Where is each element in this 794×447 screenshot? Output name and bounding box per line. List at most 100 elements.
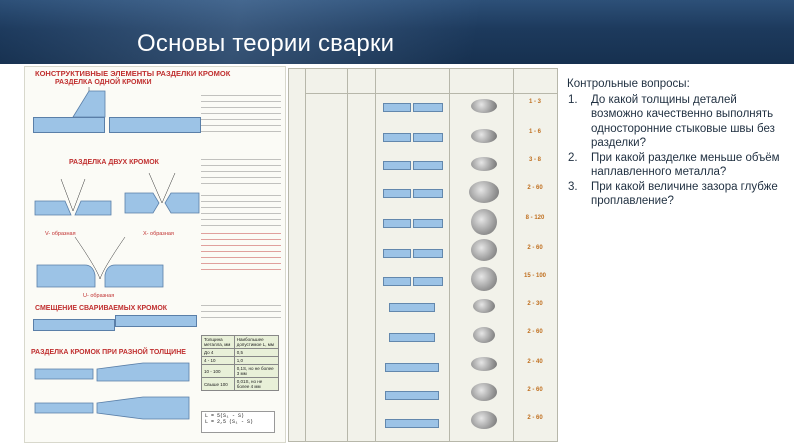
v-groove-sketch — [34, 178, 112, 216]
table-cell: 0,01S, но не более 4 мм — [233, 377, 280, 391]
header-gradient-shine — [0, 0, 794, 64]
caption-u-groove: U- образная — [83, 293, 115, 299]
col-divider — [449, 69, 450, 441]
heading-double-edge: РАЗДЕЛКА ДВУХ КРОМОК — [69, 159, 159, 166]
note-lines-1 — [201, 95, 281, 135]
weld-bead — [471, 209, 497, 235]
thickness-value: 15 - 100 — [523, 273, 547, 279]
heading-different-thickness: РАЗДЕЛКА КРОМОК ПРИ РАЗНОЙ ТОЛЩИНЕ — [31, 349, 186, 356]
note-lines-3 — [201, 195, 281, 227]
table-cell: 1,0 — [233, 356, 280, 365]
group-label-butt — [291, 149, 305, 289]
offset-limit-table: Толщина металла, мм Наибольшее допустимо… — [201, 335, 280, 391]
u-groove-sketch — [36, 236, 164, 288]
offset-plate-left — [33, 319, 115, 331]
weld-bead — [471, 357, 497, 371]
weld-bead — [471, 239, 497, 261]
thickness-value: 2 - 40 — [527, 359, 543, 365]
row-divider — [305, 93, 557, 94]
weld-bead — [471, 157, 497, 171]
formula-line-1: L = 5(S₁ - S) — [205, 413, 245, 419]
joint-plate — [383, 277, 411, 286]
note-lines-4 — [201, 233, 281, 273]
joint-plate — [385, 363, 439, 372]
x-groove-sketch — [124, 172, 200, 214]
question-item: 2. При какой разделке меньше объём напла… — [567, 151, 792, 180]
question-text: При какой разделке меньше объём наплавле… — [591, 151, 780, 179]
thickness-value: 2 - 60 — [527, 245, 543, 251]
weld-bead — [471, 383, 497, 401]
heading-edge-offset: СМЕЩЕНИЕ СВАРИВАЕМЫХ КРОМОК — [35, 305, 168, 312]
caption-v-groove: V- образная — [45, 231, 76, 237]
joint-plate — [413, 161, 443, 170]
weld-bead — [473, 299, 495, 313]
joint-plate — [389, 333, 435, 342]
weld-bead — [471, 129, 497, 143]
joint-plate — [413, 103, 443, 112]
thickness-value: 8 - 120 — [525, 215, 545, 221]
weld-bead — [471, 99, 497, 113]
weld-joints-table-figure: 1 - 3 1 - 6 3 - 8 2 - 60 8 - 120 2 - 60 … — [288, 68, 558, 442]
joint-plate — [413, 277, 443, 286]
joint-plate — [385, 391, 439, 400]
thickness-value: 3 - 8 — [528, 157, 541, 163]
col-divider — [347, 69, 348, 441]
joint-plate — [389, 303, 435, 312]
joint-plate — [383, 133, 411, 142]
weld-bead — [469, 181, 499, 203]
table-cell: 4 - 10 — [201, 356, 235, 365]
table-cell: 0,1S, но не более 3 мм — [233, 364, 280, 378]
figure-main-heading: КОНСТРУКТИВНЫЕ ЭЛЕМЕНТЫ РАЗДЕЛКИ КРОМОК — [35, 69, 231, 78]
slide-title: Основы теории сварки — [137, 30, 395, 57]
note-lines-5 — [201, 305, 281, 321]
thickness-value: 2 - 60 — [527, 387, 543, 393]
questions-heading: Контрольные вопросы: — [567, 78, 690, 90]
plate-left — [33, 117, 105, 133]
group-label-corner — [291, 299, 305, 359]
control-questions: Контрольные вопросы: 1. До какой толщины… — [567, 77, 792, 209]
table-cell: 10 - 100 — [201, 364, 235, 378]
thickness-value: 2 - 60 — [527, 329, 543, 335]
different-thickness-sketch — [34, 362, 190, 420]
thickness-value: 2 - 60 — [527, 415, 543, 421]
question-number: 2. — [568, 151, 578, 164]
joint-plate — [413, 189, 443, 198]
plate-right — [109, 117, 201, 133]
weld-bead — [471, 267, 497, 291]
caption-x-groove: X- образная — [143, 231, 174, 237]
joint-plate — [383, 189, 411, 198]
joint-plate — [383, 219, 411, 228]
note-lines-2 — [201, 159, 281, 189]
formula-line-2: L = 2,5 (S₁ - S) — [205, 419, 254, 425]
question-number: 3. — [568, 180, 578, 193]
thickness-value: 1 - 6 — [528, 129, 541, 135]
joint-plate — [383, 249, 411, 258]
table-cell: 0,5 — [233, 348, 280, 357]
table-cell: Свыше 100 — [201, 377, 235, 391]
question-text: При какой величине зазора глубже проплав… — [591, 180, 778, 208]
group-label-tee — [291, 369, 305, 439]
table-cell: Толщина металла, мм — [201, 335, 235, 349]
questions-list: 1. До какой толщины деталей возможно кач… — [567, 93, 792, 209]
question-text: До какой толщины деталей возможно качест… — [591, 93, 775, 150]
col-divider — [513, 69, 514, 441]
joint-plate — [383, 161, 411, 170]
edge-preparation-figure: КОНСТРУКТИВНЫЕ ЭЛЕМЕНТЫ РАЗДЕЛКИ КРОМОК … — [24, 66, 286, 443]
joint-plate — [413, 219, 443, 228]
question-item: 1. До какой толщины деталей возможно кач… — [567, 93, 792, 151]
thickness-formula: L = 5(S₁ - S) L = 2,5 (S₁ - S) — [201, 411, 275, 433]
slide-header: Основы теории сварки — [0, 0, 794, 64]
heading-single-edge: РАЗДЕЛКА ОДНОЙ КРОМКИ — [55, 79, 152, 86]
question-item: 3. При какой величине зазора глубже проп… — [567, 180, 792, 209]
question-number: 1. — [568, 93, 578, 106]
thickness-value: 1 - 3 — [528, 99, 541, 105]
bevel-sketch — [72, 87, 106, 118]
table-cell: Наибольшее допустимое L, мм — [233, 335, 280, 349]
joint-plate — [413, 133, 443, 142]
weld-bead — [471, 411, 497, 429]
table-cell: До 4 — [201, 348, 235, 357]
left-margin — [0, 64, 24, 447]
offset-plate-right — [115, 315, 197, 327]
thickness-value: 2 - 60 — [527, 185, 543, 191]
joint-plate — [385, 419, 439, 428]
